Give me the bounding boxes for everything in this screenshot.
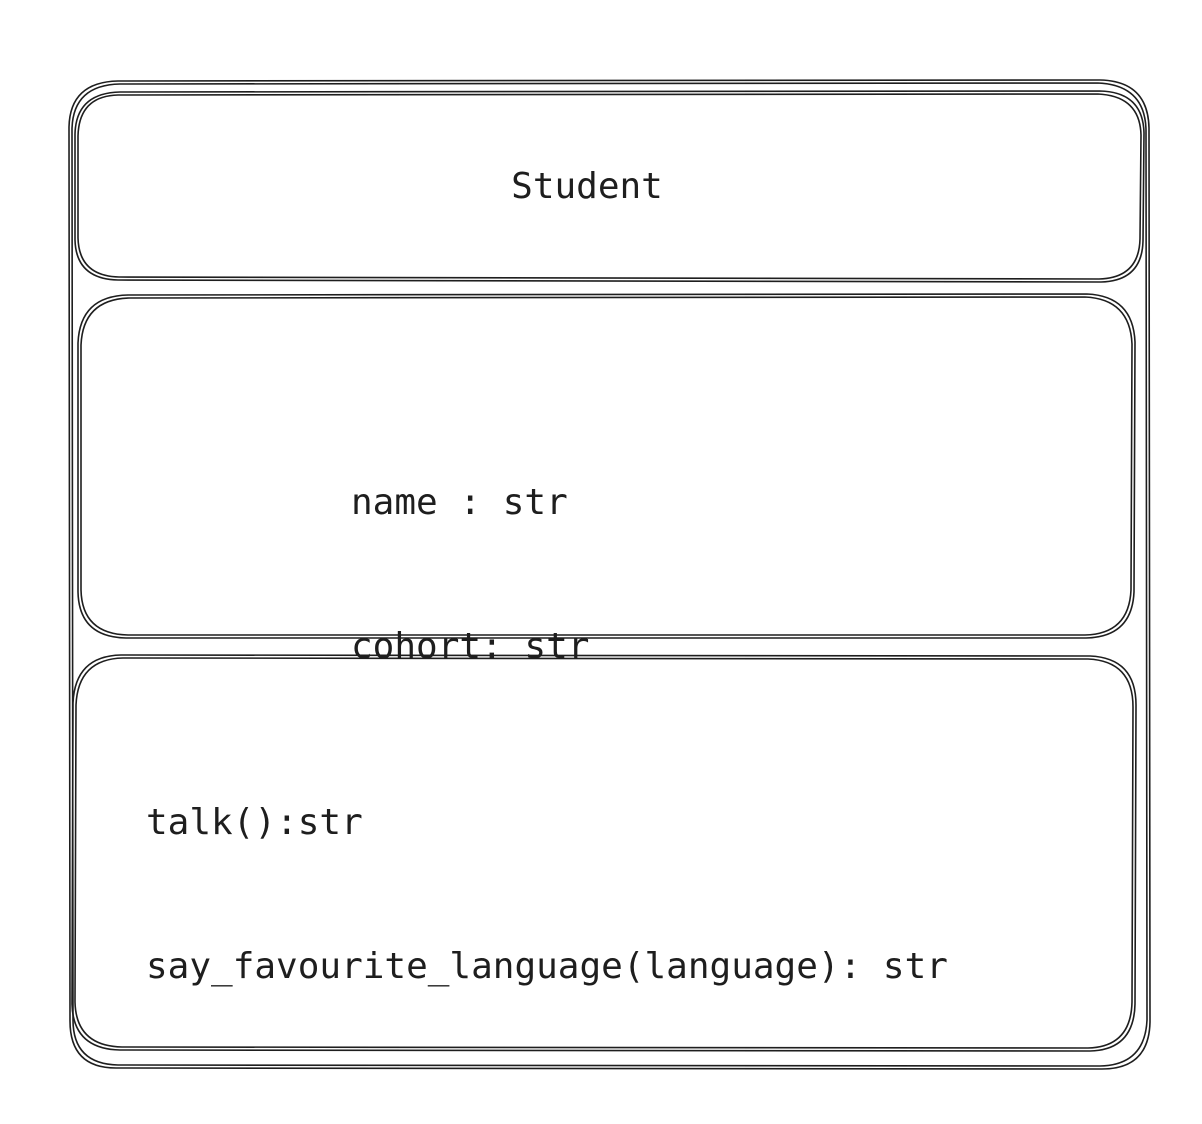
attributes-compartment	[77, 293, 1136, 639]
attribute-item: name : str	[351, 482, 568, 523]
attribute-item: cohort: str	[351, 626, 590, 667]
methods-compartment	[71, 654, 1137, 1052]
method-item: talk():str	[146, 802, 363, 843]
name-compartment	[74, 90, 1145, 283]
attribute-list: name : str cohort: str	[351, 383, 589, 719]
class-name: Student	[511, 166, 663, 207]
method-item: say_favourite_language(language): str	[146, 946, 948, 987]
method-list: talk():str say_favourite_language(langua…	[146, 703, 948, 1039]
class-outer-box	[68, 79, 1151, 1070]
